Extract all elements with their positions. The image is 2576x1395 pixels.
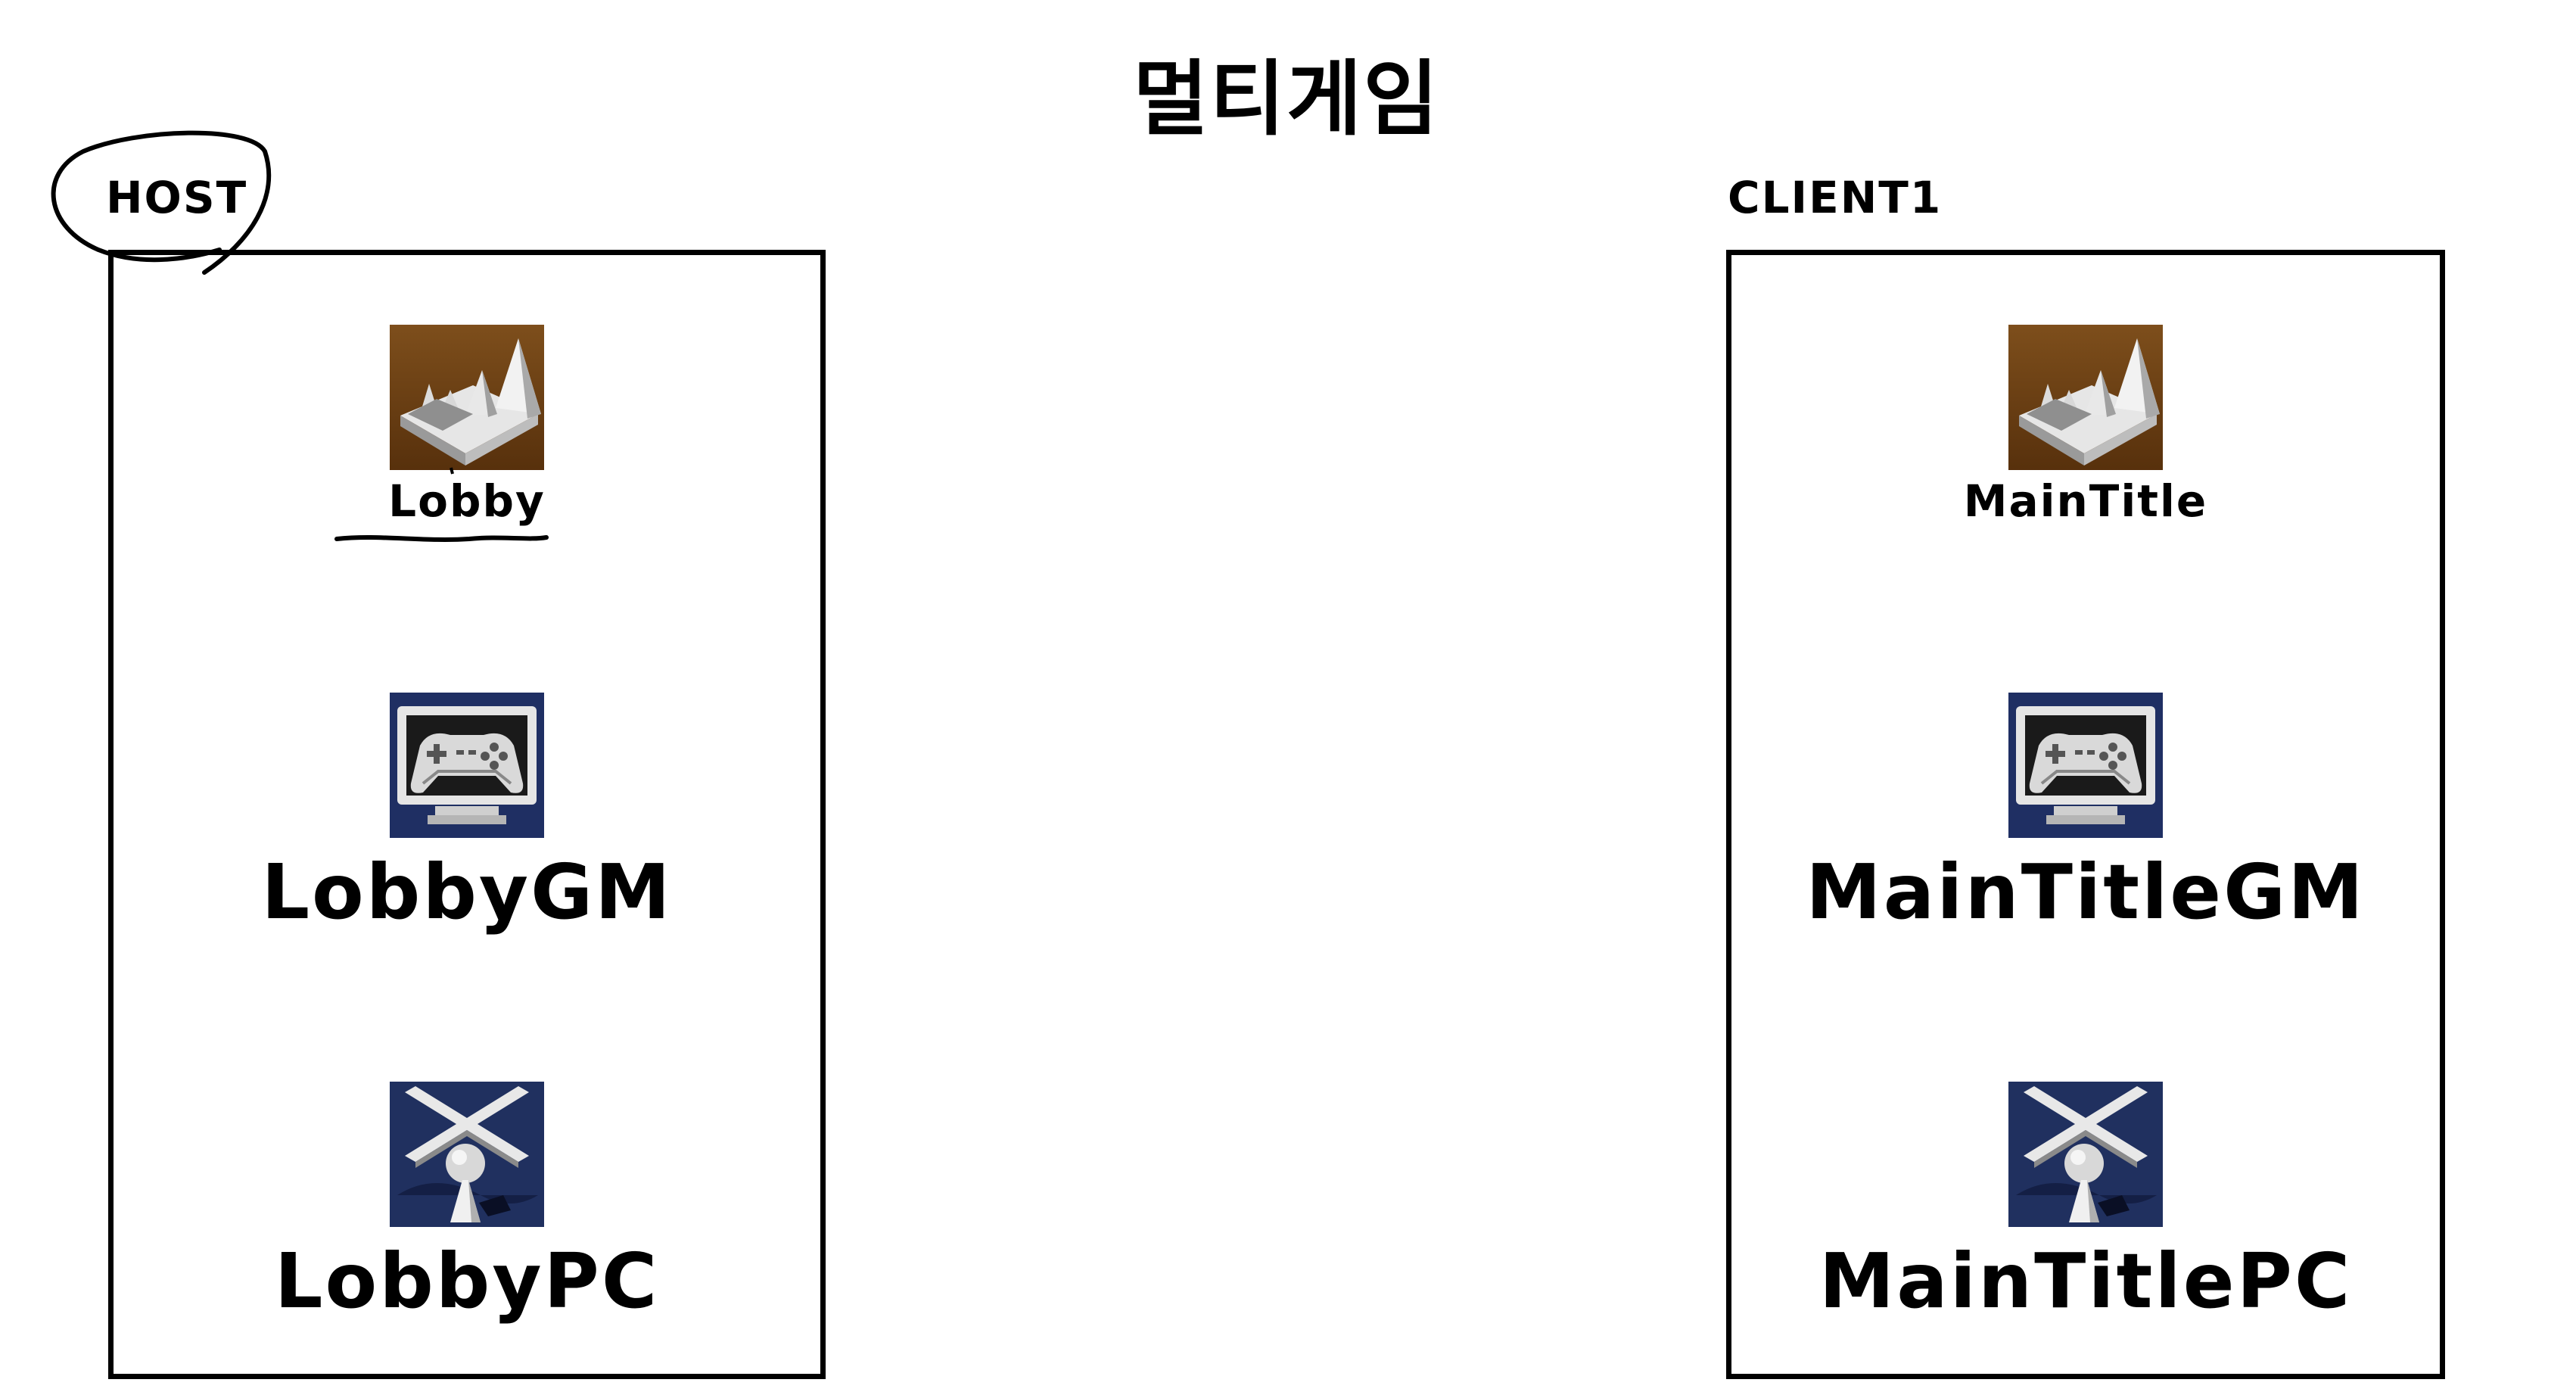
client-gamemode-label: MainTitleGM (1806, 848, 2366, 936)
diagram-title: 멀티게임 (1133, 52, 1440, 147)
host-level-label: Lobby (388, 475, 546, 527)
client-level-item[interactable]: MainTitle (1731, 325, 2440, 523)
gamepad-monitor-icon (2008, 693, 2163, 838)
client1-panel: MainTitle MainTitleGM MainTitlePC (1726, 250, 2445, 1379)
client-playercontroller-item[interactable]: MainTitlePC (1731, 1082, 2440, 1319)
host-label: HOST (106, 172, 248, 223)
host-panel: Lobby LobbyGM LobbyPC (108, 250, 826, 1379)
host-playercontroller-item[interactable]: LobbyPC (114, 1082, 820, 1319)
client-gamemode-item[interactable]: MainTitleGM (1731, 693, 2440, 930)
client1-label: CLIENT1 (1728, 172, 1943, 223)
gamepad-monitor-icon (390, 693, 544, 838)
player-start-icon (2008, 1082, 2163, 1227)
level-map-icon (2008, 325, 2163, 470)
host-gamemode-item[interactable]: LobbyGM (114, 693, 820, 930)
client-level-label: MainTitle (1963, 475, 2208, 527)
host-gamemode-label: LobbyGM (261, 848, 673, 936)
level-map-icon (390, 325, 544, 470)
player-start-icon (390, 1082, 544, 1227)
host-playercontroller-label: LobbyPC (274, 1237, 660, 1325)
client-playercontroller-label: MainTitlePC (1818, 1237, 2353, 1325)
host-level-item[interactable]: Lobby (114, 325, 820, 523)
